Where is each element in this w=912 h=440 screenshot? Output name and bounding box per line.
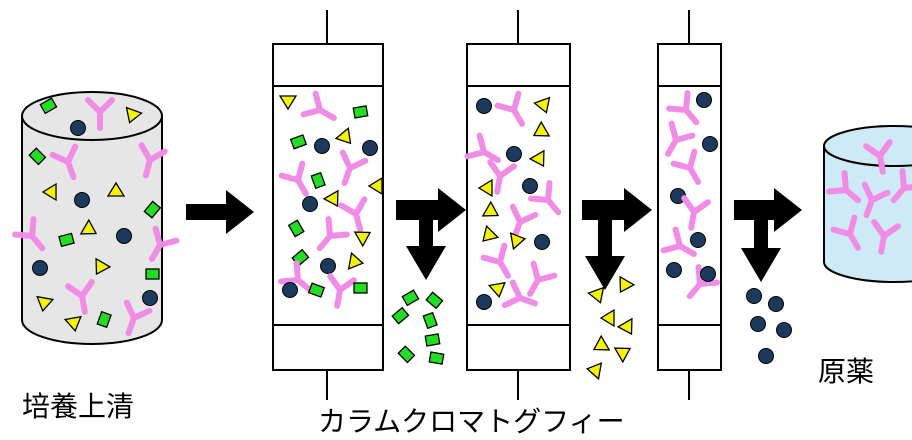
culture-supernatant-label: 培養上清	[22, 390, 135, 423]
process-arrow-icon	[186, 190, 254, 234]
product-cylinder-icon	[823, 125, 912, 283]
column-chromatography-label: カラムクロマトグフィー	[318, 405, 625, 438]
chromatography-column-icon	[272, 10, 384, 400]
down-turn-arrow-icon	[396, 188, 466, 280]
drug-substance-label: 原薬	[818, 355, 875, 388]
column-3-eluate	[746, 288, 792, 364]
column-1-eluate	[391, 289, 445, 365]
culture-cylinder-icon	[15, 91, 176, 345]
chromatography-column-icon	[658, 10, 722, 400]
column-2-eluate	[585, 276, 640, 380]
chromatography-column-icon	[467, 10, 571, 400]
down-turn-arrow-icon	[582, 188, 652, 290]
down-turn-arrow-icon	[734, 188, 802, 282]
